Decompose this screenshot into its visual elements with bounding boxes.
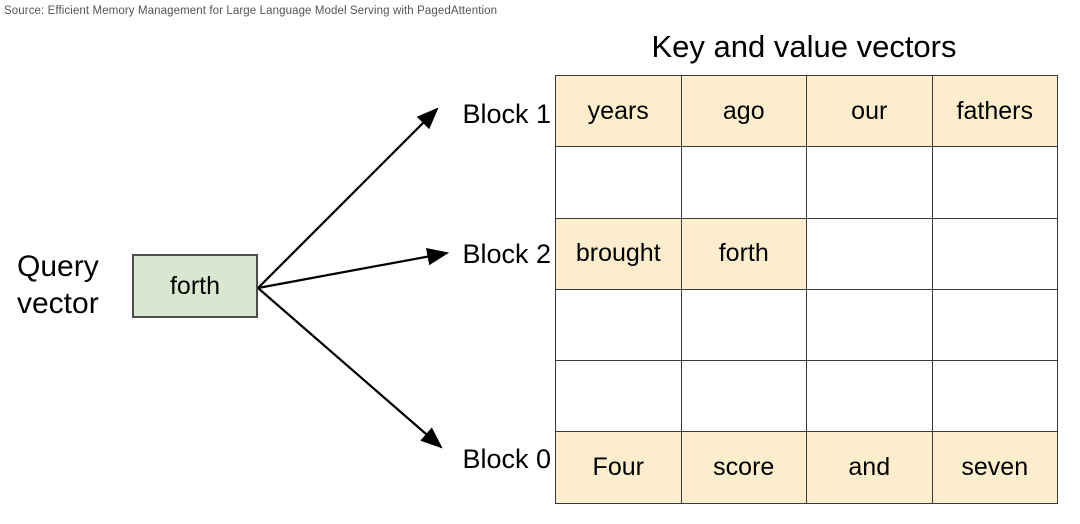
kv-cell-r5-c0: Four (555, 431, 682, 504)
arrow-to-block-1-icon (257, 107, 439, 289)
table-row (555, 360, 1058, 433)
kv-cell-r0-c3: fathers (931, 74, 1058, 148)
kv-cell-r3-c3 (931, 288, 1058, 362)
query-vector-label-line2: vector (17, 287, 99, 320)
kv-cell-r1-c3 (931, 146, 1058, 219)
arrow-to-block-0-icon (257, 287, 443, 449)
arrow-to-block-2-icon (257, 247, 450, 290)
table-row (555, 288, 1058, 362)
kv-cell-r0-c2: our (806, 74, 933, 148)
query-vector-token: forth (169, 271, 221, 300)
kv-cell-r3-c0 (555, 288, 682, 362)
kv-cell-r1-c0 (555, 146, 682, 219)
source-caption: Source: Efficient Memory Management for … (4, 5, 498, 17)
kv-cell-r2-c3 (931, 217, 1058, 290)
kv-cell-r4-c2 (806, 360, 933, 433)
kv-cell-r3-c2 (806, 288, 933, 362)
page-title: Key and value vectors (651, 29, 957, 64)
kv-cell-r4-c1 (680, 360, 807, 433)
query-vector-label-line1: Query (17, 250, 99, 283)
kv-cell-r0-c1: ago (680, 74, 807, 148)
kv-cell-r5-c3: seven (931, 431, 1058, 504)
kv-cell-r2-c2 (806, 217, 933, 290)
table-row (555, 146, 1058, 219)
kv-cell-r2-c1: forth (680, 217, 807, 290)
kv-cell-r3-c1 (680, 288, 807, 362)
kv-cell-r4-c3 (931, 360, 1058, 433)
kv-cell-r0-c0: years (555, 74, 682, 148)
block-label-0: Block 0 (462, 444, 551, 474)
kv-cell-r1-c1 (680, 146, 807, 219)
kv-cell-r1-c2 (806, 146, 933, 219)
kv-cell-r5-c1: score (680, 431, 807, 504)
block-label-1: Block 1 (462, 99, 551, 129)
query-vector-box[interactable]: forth (132, 254, 258, 318)
kv-cell-r5-c2: and (806, 431, 933, 504)
query-vector-label: Query vector (17, 248, 129, 322)
kv-cell-r2-c0: brought (555, 217, 682, 290)
kv-cell-r4-c0 (555, 360, 682, 433)
block-label-2: Block 2 (462, 239, 551, 269)
